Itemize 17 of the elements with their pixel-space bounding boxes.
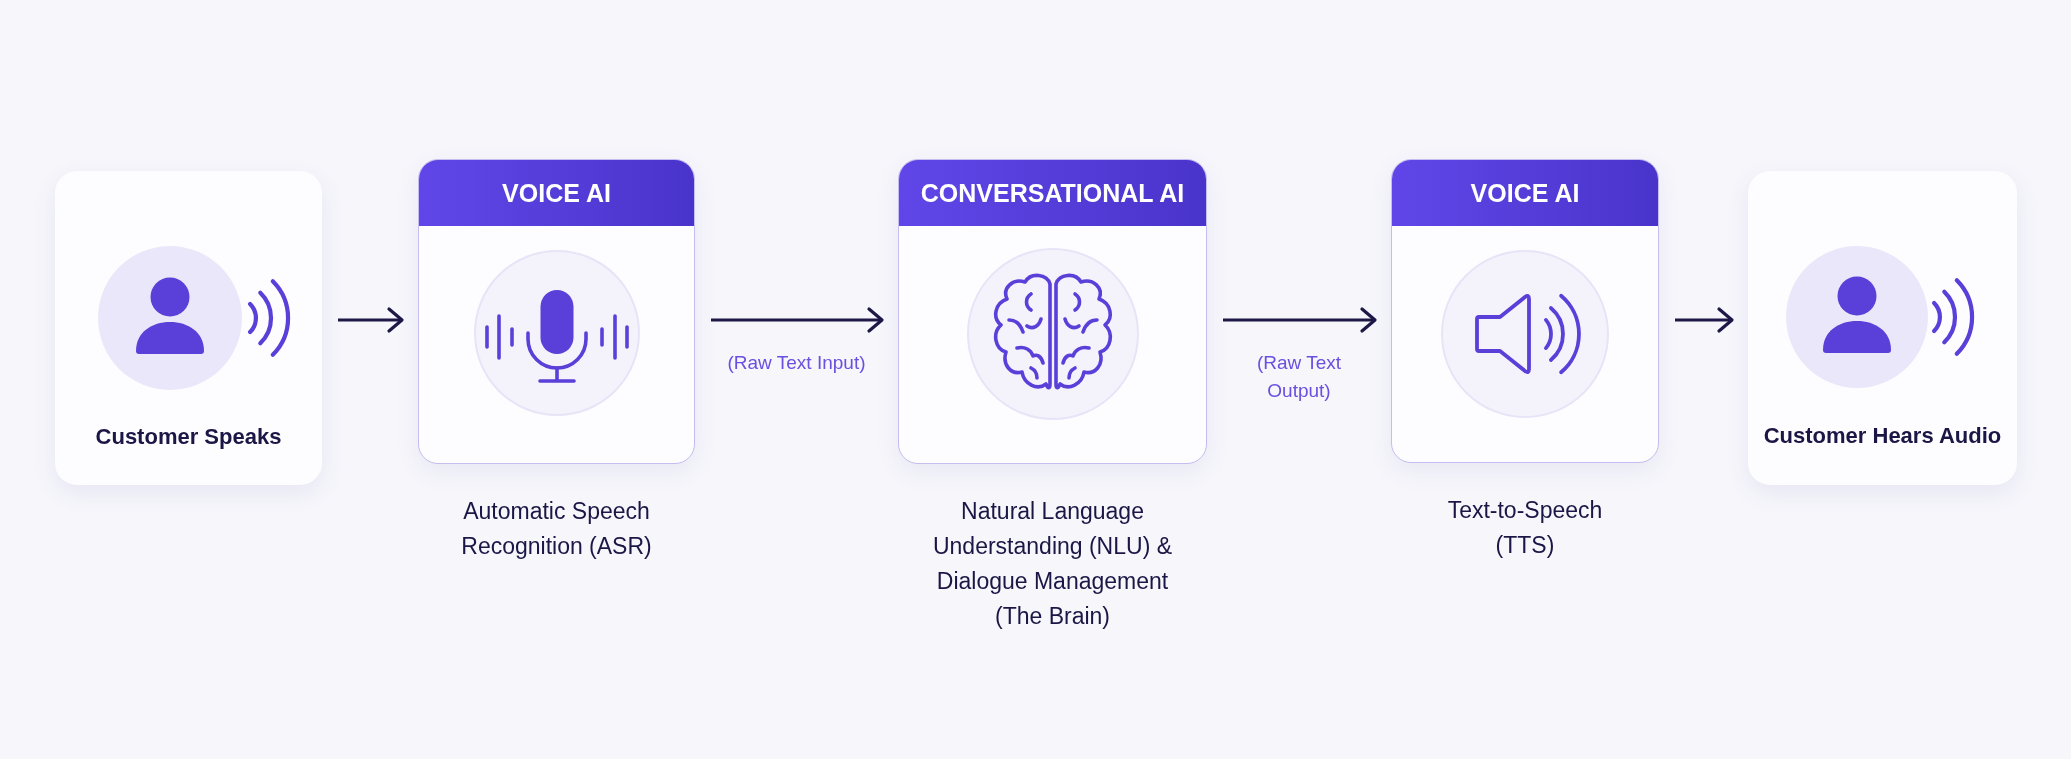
process-card [418, 159, 695, 464]
card-label: Customer Hears Audio [1762, 422, 2003, 450]
card-label: Customer Speaks [94, 423, 283, 451]
step-card [1748, 171, 2017, 485]
arrow [338, 307, 404, 333]
arrow [1223, 307, 1377, 333]
card-header: VOICE AI [419, 160, 694, 226]
card-header: CONVERSATIONAL AI [899, 160, 1206, 226]
caption-text: Natural Language Understanding (NLU) & Dialogue Management (The Brain) [931, 497, 1174, 631]
card-header: VOICE AI [1392, 160, 1658, 226]
arrow [711, 307, 884, 333]
caption-text: Text-to-Speech (TTS) [1446, 496, 1604, 560]
step-card [55, 171, 322, 485]
caption-text: Automatic Speech Recognition (ASR) [460, 497, 653, 561]
arrow [1675, 307, 1734, 333]
process-card [1391, 159, 1659, 463]
process-card [898, 159, 1207, 464]
